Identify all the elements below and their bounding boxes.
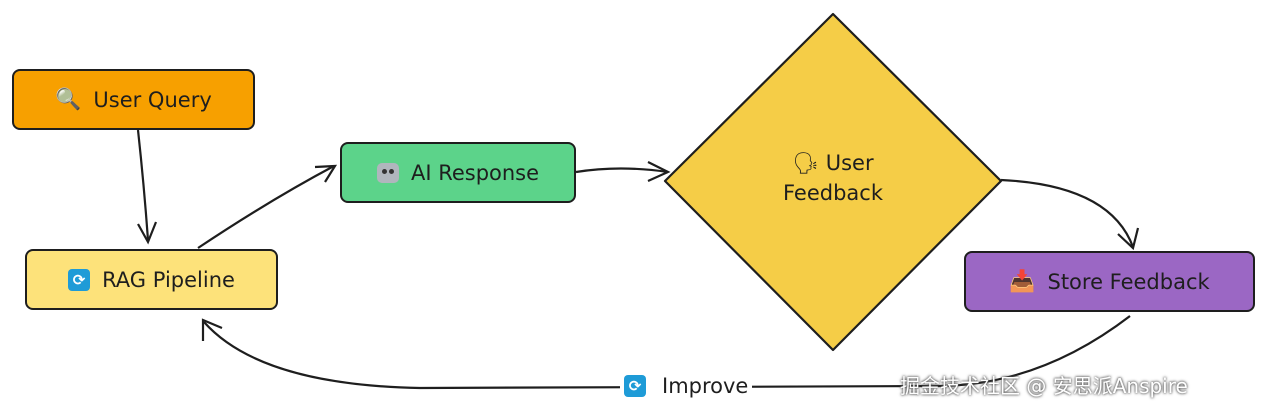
arrowhead-rag-to-ai <box>314 164 338 183</box>
node-user-query: 🔍 User Query <box>12 69 255 130</box>
watermark: 掘金技术社区 @ 安思派Anspire <box>900 374 1188 398</box>
node-user-feedback-label-line2: Feedback <box>782 181 883 205</box>
node-rag-pipeline-label: RAG Pipeline <box>102 267 235 292</box>
node-user-query-label: User Query <box>93 87 212 112</box>
edge-label-improve: ⟳ Improve <box>620 371 753 401</box>
node-store-feedback: 📥 Store Feedback <box>964 251 1255 312</box>
arrowhead-feedback-to-store <box>1117 227 1140 251</box>
inbox-icon: 📥 <box>1009 269 1036 293</box>
node-user-feedback: 🗣 User Feedback <box>733 148 933 208</box>
arrowhead-store-to-rag <box>201 318 223 341</box>
edge-feedback-to-store <box>1000 178 1135 248</box>
node-store-feedback-label: Store Feedback <box>1047 269 1210 294</box>
node-ai-response-label: AI Response <box>410 160 540 185</box>
edge-store-to-rag <box>203 315 1131 390</box>
robot-icon <box>376 162 399 183</box>
node-ai-response: AI Response <box>340 142 576 203</box>
speaking-head-icon: 🗣 <box>792 151 820 175</box>
arrowhead-query-to-rag <box>137 221 158 245</box>
edge-query-to-rag <box>136 129 150 241</box>
arrowhead-ai-to-feedback <box>647 161 671 183</box>
user-feedback-diamond <box>663 12 1003 352</box>
edge-ai-to-feedback <box>575 167 669 174</box>
edge-rag-to-ai <box>197 165 335 249</box>
magnifier-icon: 🔍 <box>55 87 82 111</box>
edge-label-improve-text: Improve <box>662 374 749 398</box>
refresh-icon: ⟳ <box>68 268 91 291</box>
node-user-feedback-label-line1: User <box>825 151 874 175</box>
node-rag-pipeline: ⟳ RAG Pipeline <box>25 249 278 310</box>
refresh-icon: ⟳ <box>624 375 646 397</box>
